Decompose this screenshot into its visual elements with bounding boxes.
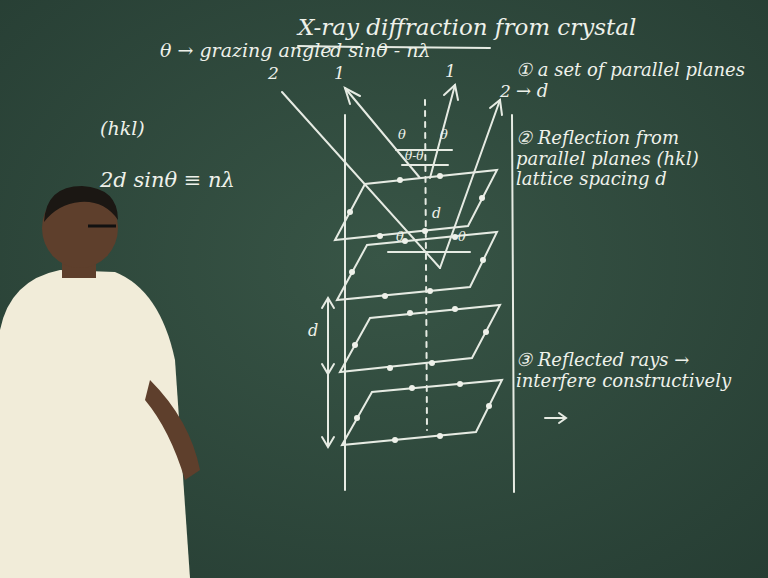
ray-number: 2	[500, 82, 511, 102]
definition-note: θ → grazing angle	[160, 40, 332, 62]
arrow-head	[490, 100, 502, 115]
lattice-plane	[335, 170, 497, 240]
angle-label: θ	[398, 128, 406, 143]
spacing-label: d	[432, 205, 441, 221]
arrow-head	[322, 298, 334, 308]
construction-line	[402, 164, 448, 166]
point-note: ① a set of parallel planes → d	[516, 60, 746, 101]
arrow-head	[559, 413, 566, 423]
arrow	[545, 417, 565, 419]
shirt	[0, 270, 190, 578]
construction-line	[396, 149, 452, 151]
arrow-head	[444, 85, 458, 100]
arrow-head	[322, 437, 334, 447]
angle-label: θ	[396, 230, 404, 245]
angle-label: θ-θ	[405, 150, 424, 164]
spacing-bracket	[327, 372, 329, 445]
point-note: ③ Reflected rays → interfere constructiv…	[516, 350, 746, 391]
lattice-points	[347, 173, 492, 443]
vertical-line	[344, 115, 346, 490]
incident-ray	[282, 92, 440, 268]
vertical-line	[512, 115, 514, 492]
ray-number: 1	[334, 64, 345, 84]
construction-line	[388, 251, 470, 253]
lecturer-figure	[0, 186, 200, 578]
arm	[145, 380, 200, 480]
chalk-lines	[282, 46, 566, 492]
glasses	[88, 225, 116, 228]
angle-label: θ	[458, 230, 466, 245]
arrow-head	[345, 88, 360, 104]
board-title: X-ray diffraction from crystal	[298, 14, 636, 40]
lattice-plane	[342, 380, 502, 445]
angle-label: θ	[440, 128, 448, 143]
spacing-bracket	[327, 300, 329, 372]
lattice-plane	[340, 305, 500, 372]
ray-number: 1	[445, 62, 456, 82]
equation: d sinθ - nλ	[330, 40, 430, 62]
reflected-ray	[440, 100, 500, 268]
miller-indices: (hkl)	[100, 118, 145, 140]
bragg-equation: 2d sinθ ≡ nλ	[100, 168, 235, 192]
ray-number: 2	[268, 64, 279, 84]
spacing-label: d	[308, 322, 318, 340]
point-note: ② Reflection from parallel planes (hkl) …	[516, 128, 746, 190]
